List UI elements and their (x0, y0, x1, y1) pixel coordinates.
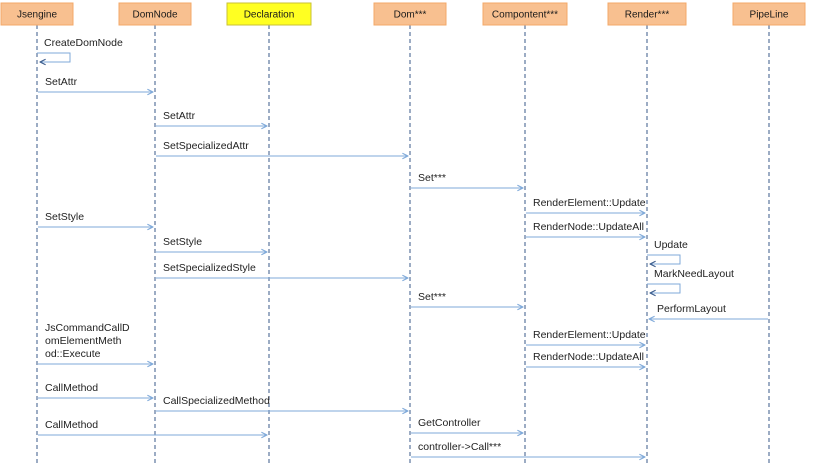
lifeline-domnode: DomNode (118, 2, 192, 463)
lifeline-header-box (226, 2, 312, 26)
lifeline-header-label: PipeLine (750, 10, 789, 21)
message-21: CallMethod (38, 419, 267, 435)
message-19: CallSpecializedMethod (156, 395, 408, 411)
lifeline-header-label: Compontent*** (492, 10, 558, 21)
lifeline-header-label: Render*** (625, 10, 670, 21)
message-6: RenderElement::Update (526, 197, 646, 213)
message-label: CallMethod (45, 382, 98, 394)
message-label: CreateDomNode (44, 37, 123, 49)
message-label: SetSpecializedAttr (163, 140, 249, 152)
message-3: SetAttr (156, 110, 267, 126)
message-label: SetAttr (163, 110, 196, 122)
message-20: GetController (411, 417, 523, 433)
message-11: SetSpecializedStyle (156, 262, 408, 278)
message-label: SetStyle (163, 236, 202, 248)
lifeline-render: Render*** (607, 2, 687, 463)
message-label: SetAttr (45, 76, 78, 88)
message-9: SetStyle (156, 236, 267, 252)
lifeline-header-label: Declaration (244, 10, 295, 21)
message-label: RenderNode::UpdateAll (533, 221, 644, 233)
lifeline-header-label: Jsengine (17, 10, 57, 21)
message-label: CallSpecializedMethod (163, 395, 270, 407)
message-10: Update (647, 239, 688, 264)
message-13: Set*** (411, 291, 523, 307)
lifeline-header-box (607, 2, 687, 26)
message-22: controller->Call*** (411, 441, 645, 457)
message-label: PerformLayout (657, 303, 726, 315)
message-7: SetStyle (38, 211, 153, 227)
message-label: Update (654, 239, 688, 251)
message-label: MarkNeedLayout (654, 268, 734, 280)
message-2: SetAttr (38, 76, 153, 92)
self-message-arrow (647, 254, 681, 264)
message-14: PerformLayout (649, 303, 768, 319)
message-1: CreateDomNode (37, 37, 123, 62)
lifeline-header-label: Dom*** (394, 10, 427, 21)
message-label: CallMethod (45, 419, 98, 431)
lifeline-header-box (373, 2, 447, 26)
message-label: RenderElement::Update (533, 329, 646, 341)
message-18: CallMethod (38, 382, 153, 398)
lifeline-component: Compontent*** (482, 2, 568, 463)
message-15: RenderElement::Update (526, 329, 646, 345)
message-17: RenderNode::UpdateAll (526, 351, 645, 367)
self-message-arrow (647, 283, 681, 293)
lifeline-declaration: Declaration (226, 2, 312, 463)
message-label: Set*** (418, 291, 446, 303)
lifeline-dom: Dom*** (373, 2, 447, 463)
lifeline-header-box (732, 2, 806, 26)
message-label: SetStyle (45, 211, 84, 223)
message-8: RenderNode::UpdateAll (526, 221, 645, 237)
lifeline-jsengine: Jsengine (0, 2, 74, 463)
message-label: SetSpecializedStyle (163, 262, 256, 274)
message-label: RenderElement::Update (533, 197, 646, 209)
lifeline-header-box (482, 2, 568, 26)
lifeline-header-label: DomNode (132, 10, 177, 21)
self-message-arrow (37, 52, 71, 62)
message-label: omElementMeth (45, 335, 122, 347)
message-label: Set*** (418, 172, 446, 184)
message-label: GetController (418, 417, 481, 429)
message-label: od::Execute (45, 348, 101, 360)
message-label: controller->Call*** (418, 441, 501, 453)
lifeline-header-box (0, 2, 74, 26)
lifeline-header-box (118, 2, 192, 26)
message-label: JsCommandCallD (45, 322, 130, 334)
message-label: RenderNode::UpdateAll (533, 351, 644, 363)
lifeline-pipeline: PipeLine (732, 2, 806, 463)
message-12: MarkNeedLayout (647, 268, 734, 293)
message-4: SetSpecializedAttr (156, 140, 408, 156)
message-5: Set*** (411, 172, 523, 188)
